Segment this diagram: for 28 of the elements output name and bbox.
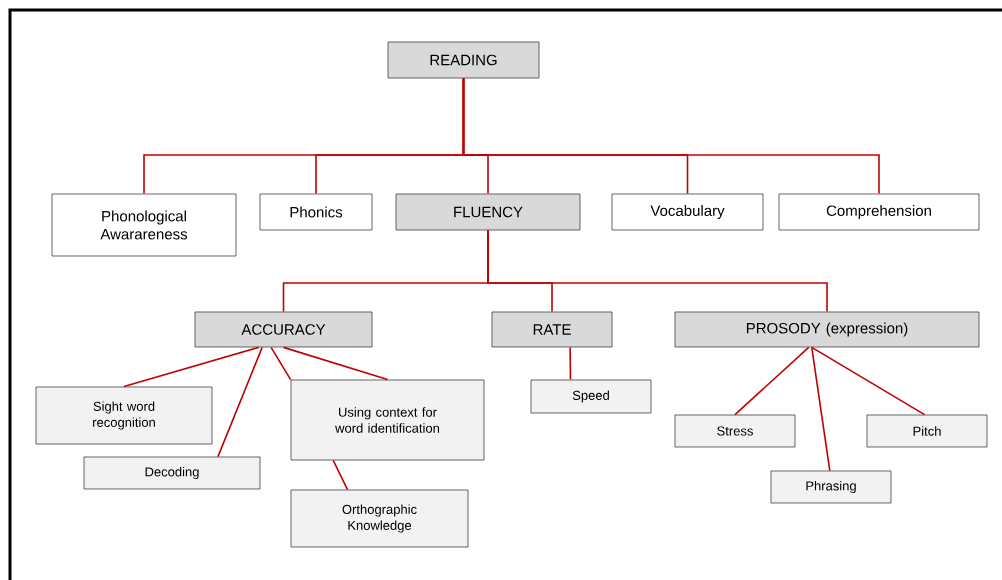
connector-line [810,346,926,416]
skill-box: Using context for word identification [290,379,485,461]
category-box: ACCURACY [194,311,373,348]
skill-box: Pitch [866,414,988,448]
category-box: Vocabulary [611,193,764,231]
connector-line [462,77,880,195]
connector-line [487,229,828,313]
skill-box: Orthographic Knowledge [290,489,469,548]
category-box: Phonics [259,193,373,231]
skill-box: Sight word recognition [35,386,213,445]
category-box: Comprehension [778,193,980,231]
connector-line [282,346,389,381]
connector-line [123,346,260,388]
skill-box: Decoding [83,456,261,490]
category-box: READING [387,41,540,79]
connector-line [217,346,263,458]
category-box: PROSODY (expression) [674,311,980,348]
category-box: Phonological Awarareness [51,193,237,257]
skill-box: Phrasing [770,470,892,504]
category-box: FLUENCY [395,193,581,231]
connector-line [810,346,831,472]
connector-line [270,346,292,381]
category-box: RATE [491,311,613,348]
connector-line [569,346,572,381]
skill-box: Speed [530,379,652,414]
skill-box: Stress [674,414,796,448]
connector-line [734,346,810,416]
connector-line [332,459,349,491]
